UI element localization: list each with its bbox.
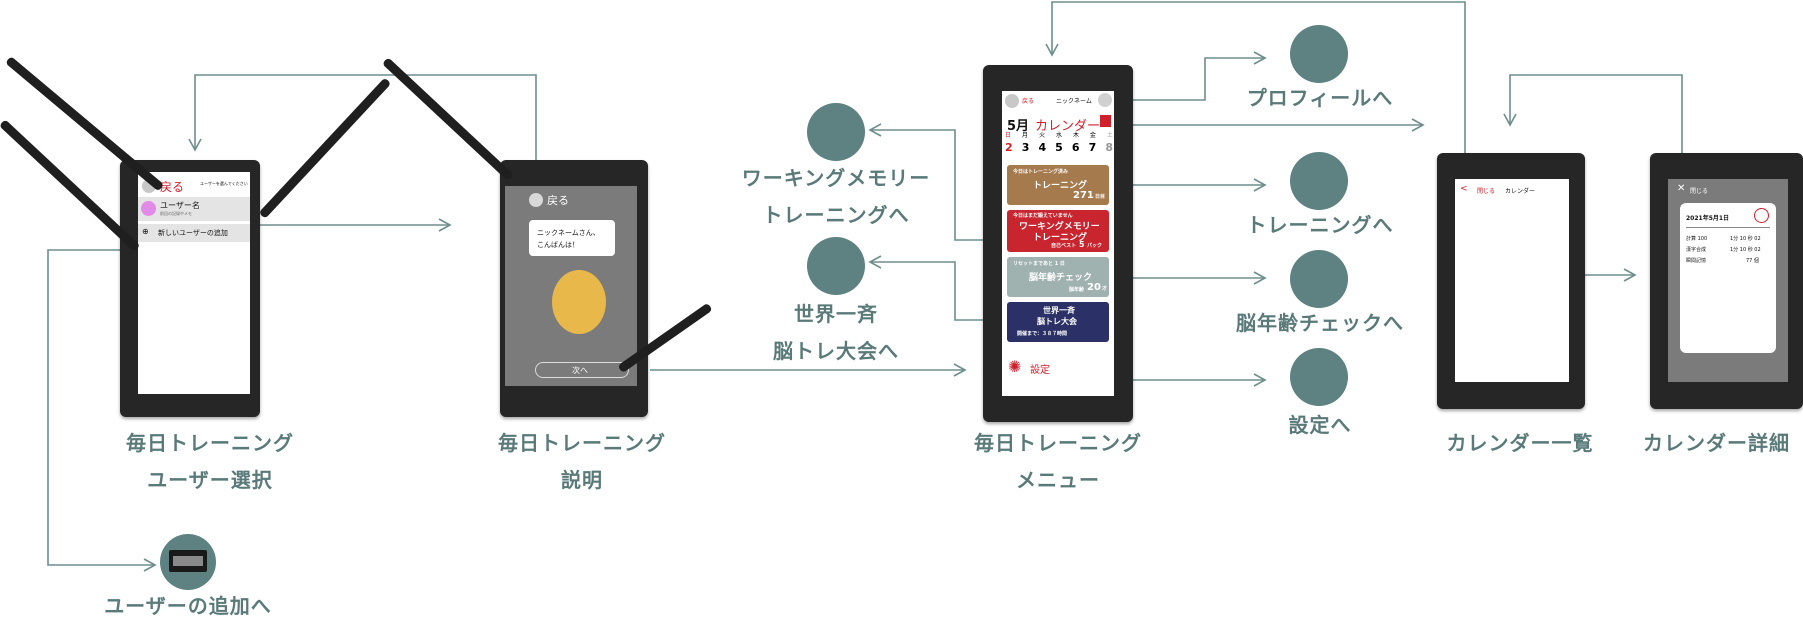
caption-calendar-list: カレンダー一覧 <box>1446 431 1594 455</box>
arrow-detail-to-calendar <box>1503 74 1683 155</box>
calendar-label: カレンダー <box>1035 119 1101 134</box>
row-value-2: 77 個 <box>1746 258 1759 264</box>
node-working-memory-label: ワーキングメモリートレーニングへ <box>741 166 931 227</box>
hint-text: ユーザーを選んでください <box>200 181 248 186</box>
card-world[interactable]: 世界一斉 脳トレ大会 開催まで：３８７時間 <box>1007 302 1109 342</box>
calendar-icon[interactable] <box>1100 115 1111 127</box>
plus-icon: ⊕ <box>142 227 149 236</box>
node-working-memory-circle <box>807 103 865 161</box>
card-brain-age[interactable]: リセットまであと 1 日 脳年齢チェック 脳年齢 20 才 <box>1007 257 1109 297</box>
node-brain-age-label: 脳年齢チェックへ <box>1236 311 1404 335</box>
node-profile-label: プロフィールへ <box>1246 86 1394 110</box>
next-button[interactable]: 次へ <box>535 362 629 378</box>
user-row[interactable]: ユーザー名 前回の記録やメモ <box>138 197 250 221</box>
stamp-circle <box>1754 208 1769 223</box>
device-calendar-detail: ✕ 閉じる 2021年5月1日 計算 100 1分 10 秒 02 漢字合成 1… <box>1650 153 1803 409</box>
row-value-0: 1分 10 秒 02 <box>1730 236 1761 242</box>
speech-bubble: ニックネームさん、 こんばんは！ <box>529 220 615 256</box>
card-training[interactable]: 今日はトレーニング済み トレーニング 271 日目 <box>1007 165 1109 205</box>
avatar <box>1098 93 1112 107</box>
back-button-2[interactable]: 戻る <box>547 194 569 207</box>
gear-icon[interactable]: ✺ <box>1008 357 1022 376</box>
mini-device-icon <box>169 550 207 572</box>
character-face <box>552 270 606 334</box>
add-user-label: 新しいユーザーの追加 <box>158 229 228 237</box>
screen-explanation: 戻る ニックネームさん、 こんばんは！ 次へ <box>505 186 637 386</box>
arrow-menu-to-working-memory <box>868 123 983 241</box>
caption-user-select: 毎日トレーニングユーザー選択 <box>126 431 294 492</box>
screen-calendar-detail: ✕ 閉じる 2021年5月1日 計算 100 1分 10 秒 02 漢字合成 1… <box>1668 179 1788 382</box>
nickname: ニックネーム <box>1056 98 1092 105</box>
row-label-1: 漢字合成 <box>1686 247 1707 253</box>
row-value-1: 1分 10 秒 02 <box>1730 247 1761 253</box>
node-add-user-circle <box>160 534 216 590</box>
arrow-menu-to-profile <box>1133 51 1267 101</box>
row-label-0: 計算 100 <box>1686 236 1708 242</box>
arrow-calendar-to-menu <box>1045 1 1466 155</box>
close-x-icon[interactable]: ✕ <box>1677 183 1686 194</box>
back-button-3[interactable]: 戻る <box>1022 98 1035 105</box>
user-name: ユーザー名 <box>160 201 200 210</box>
row-label-2: 瞬間記憶 <box>1686 258 1707 264</box>
arrow-explanation-to-user-select <box>188 74 537 160</box>
node-profile-circle <box>1290 25 1348 83</box>
node-world-circle <box>807 237 865 295</box>
detail-date: 2021年5月1日 <box>1686 215 1730 222</box>
caption-explanation: 毎日トレーニング説明 <box>498 431 666 492</box>
close-button-4[interactable]: 閉じる <box>1477 188 1496 195</box>
detail-card: 2021年5月1日 計算 100 1分 10 秒 02 漢字合成 1分 10 秒… <box>1680 203 1776 353</box>
settings-link[interactable]: 設定 <box>1030 365 1050 376</box>
screen-user-select: 戻る ユーザーを選んでください ユーザー名 前回の記録やメモ ⊕ 新しいユーザー… <box>138 172 250 394</box>
node-settings-label: 設定へ <box>1288 413 1352 437</box>
node-brain-age-circle <box>1290 250 1348 308</box>
user-avatar <box>141 201 156 216</box>
device-explanation: 戻る ニックネームさん、 こんばんは！ 次へ <box>500 160 648 417</box>
close-button-5[interactable]: 閉じる <box>1690 188 1709 195</box>
arrow-menu-to-world <box>868 255 983 321</box>
add-user-row[interactable]: ⊕ 新しいユーザーの追加 <box>138 224 250 242</box>
device-calendar-list: < 閉じる カレンダー <box>1437 153 1585 409</box>
caption-menu: 毎日トレーニングメニュー <box>974 431 1142 492</box>
close-icon[interactable]: < <box>1460 184 1468 194</box>
month-label: 5月 <box>1007 119 1030 134</box>
back-button-1[interactable]: 戻る <box>160 180 185 194</box>
user-sub: 前回の記録やメモ <box>160 211 192 216</box>
card-working-memory[interactable]: 今日はまだ鍛えていません ワーキングメモリー トレーニング 自己ベスト 5 パッ… <box>1007 210 1109 252</box>
node-add-user-label: ユーザーの追加へ <box>104 594 272 618</box>
calendar-title: カレンダー <box>1505 188 1536 195</box>
node-world-label: 世界一斉脳トレ大会へ <box>773 302 899 363</box>
device-user-select: 戻る ユーザーを選んでください ユーザー名 前回の記録やメモ ⊕ 新しいユーザー… <box>120 160 260 417</box>
screen-calendar-list: < 閉じる カレンダー <box>1455 179 1569 382</box>
weekday-row: 日月火水木金土 <box>1005 132 1113 139</box>
node-training-label: トレーニングへ <box>1246 213 1394 237</box>
node-training-circle <box>1290 152 1348 210</box>
node-settings-circle <box>1290 348 1348 406</box>
arrow-add-user-to-node <box>47 249 157 572</box>
caption-calendar-detail: カレンダー詳細 <box>1643 431 1790 455</box>
